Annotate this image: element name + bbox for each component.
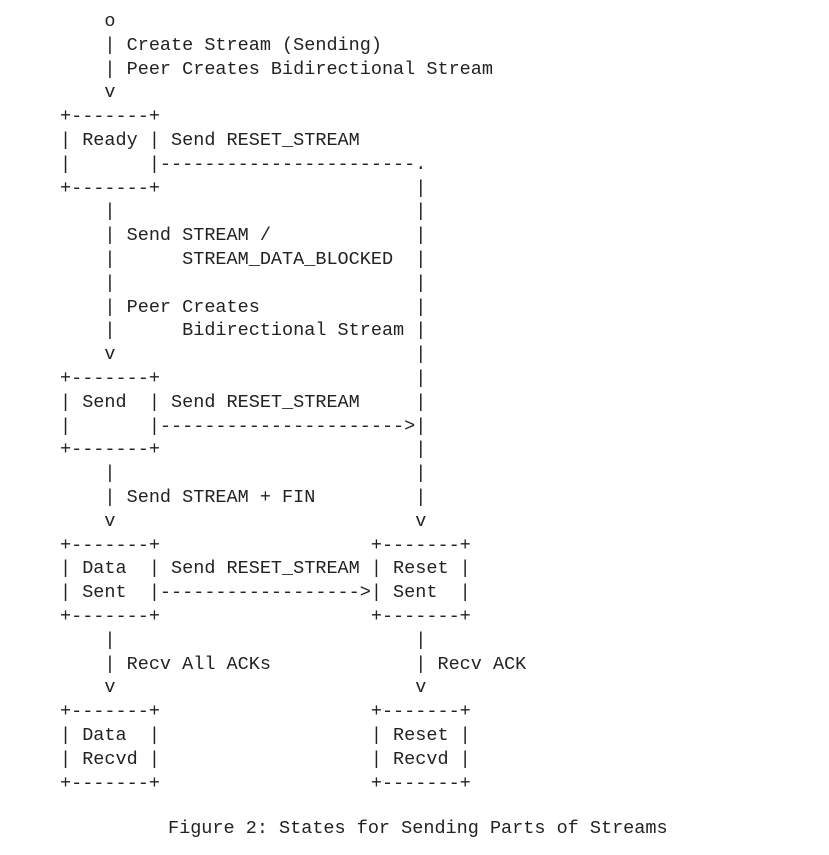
- diagram-line: +-------+ +-------+: [60, 772, 471, 794]
- diagram-line: +-------+ +-------+: [60, 701, 471, 723]
- diagram-line: v: [60, 82, 116, 104]
- diagram-line: | Recvd | | Recvd |: [60, 748, 471, 770]
- diagram-line: v v: [60, 677, 427, 699]
- diagram-line: | Send STREAM + FIN |: [60, 486, 427, 508]
- diagram-line: | Send STREAM / |: [60, 225, 427, 247]
- diagram-line: | Bidirectional Stream |: [60, 320, 427, 342]
- diagram-line: | |: [60, 201, 427, 223]
- diagram-line: +-------+ |: [60, 367, 427, 389]
- diagram-line: +-------+ +-------+: [60, 534, 471, 556]
- diagram-line: | STREAM_DATA_BLOCKED |: [60, 248, 427, 270]
- diagram-line: | Create Stream (Sending): [60, 34, 382, 56]
- diagram-line: | |: [60, 463, 427, 485]
- diagram-line: | Recv All ACKs | Recv ACK: [60, 653, 527, 675]
- diagram-line: | |: [60, 272, 427, 294]
- diagram-line: | |-----------------------.: [60, 153, 427, 175]
- diagram-line: +-------+ +-------+: [60, 605, 471, 627]
- stream-state-diagram: o | Create Stream (Sending) | Peer Creat…: [60, 10, 526, 795]
- diagram-line: | Send | Send RESET_STREAM |: [60, 391, 427, 413]
- diagram-line: +-------+ |: [60, 439, 427, 461]
- diagram-line: | Data | | Reset |: [60, 724, 471, 746]
- diagram-line: | Peer Creates |: [60, 296, 427, 318]
- diagram-line: | Ready | Send RESET_STREAM: [60, 129, 360, 151]
- diagram-line: +-------+ |: [60, 177, 427, 199]
- diagram-line: | Peer Creates Bidirectional Stream: [60, 58, 493, 80]
- figure-caption: Figure 2: States for Sending Parts of St…: [168, 818, 668, 839]
- diagram-line: | Sent |------------------>| Sent |: [60, 582, 471, 604]
- diagram-line: | |: [60, 629, 427, 651]
- diagram-line: o: [60, 11, 116, 32]
- ascii-state-machine: o | Create Stream (Sending) | Peer Creat…: [60, 10, 526, 795]
- diagram-line: | Data | Send RESET_STREAM | Reset |: [60, 558, 471, 580]
- diagram-line: +-------+: [60, 106, 160, 128]
- diagram-line: v |: [60, 344, 427, 366]
- diagram-line: | |---------------------->|: [60, 415, 427, 437]
- diagram-line: v v: [60, 510, 427, 532]
